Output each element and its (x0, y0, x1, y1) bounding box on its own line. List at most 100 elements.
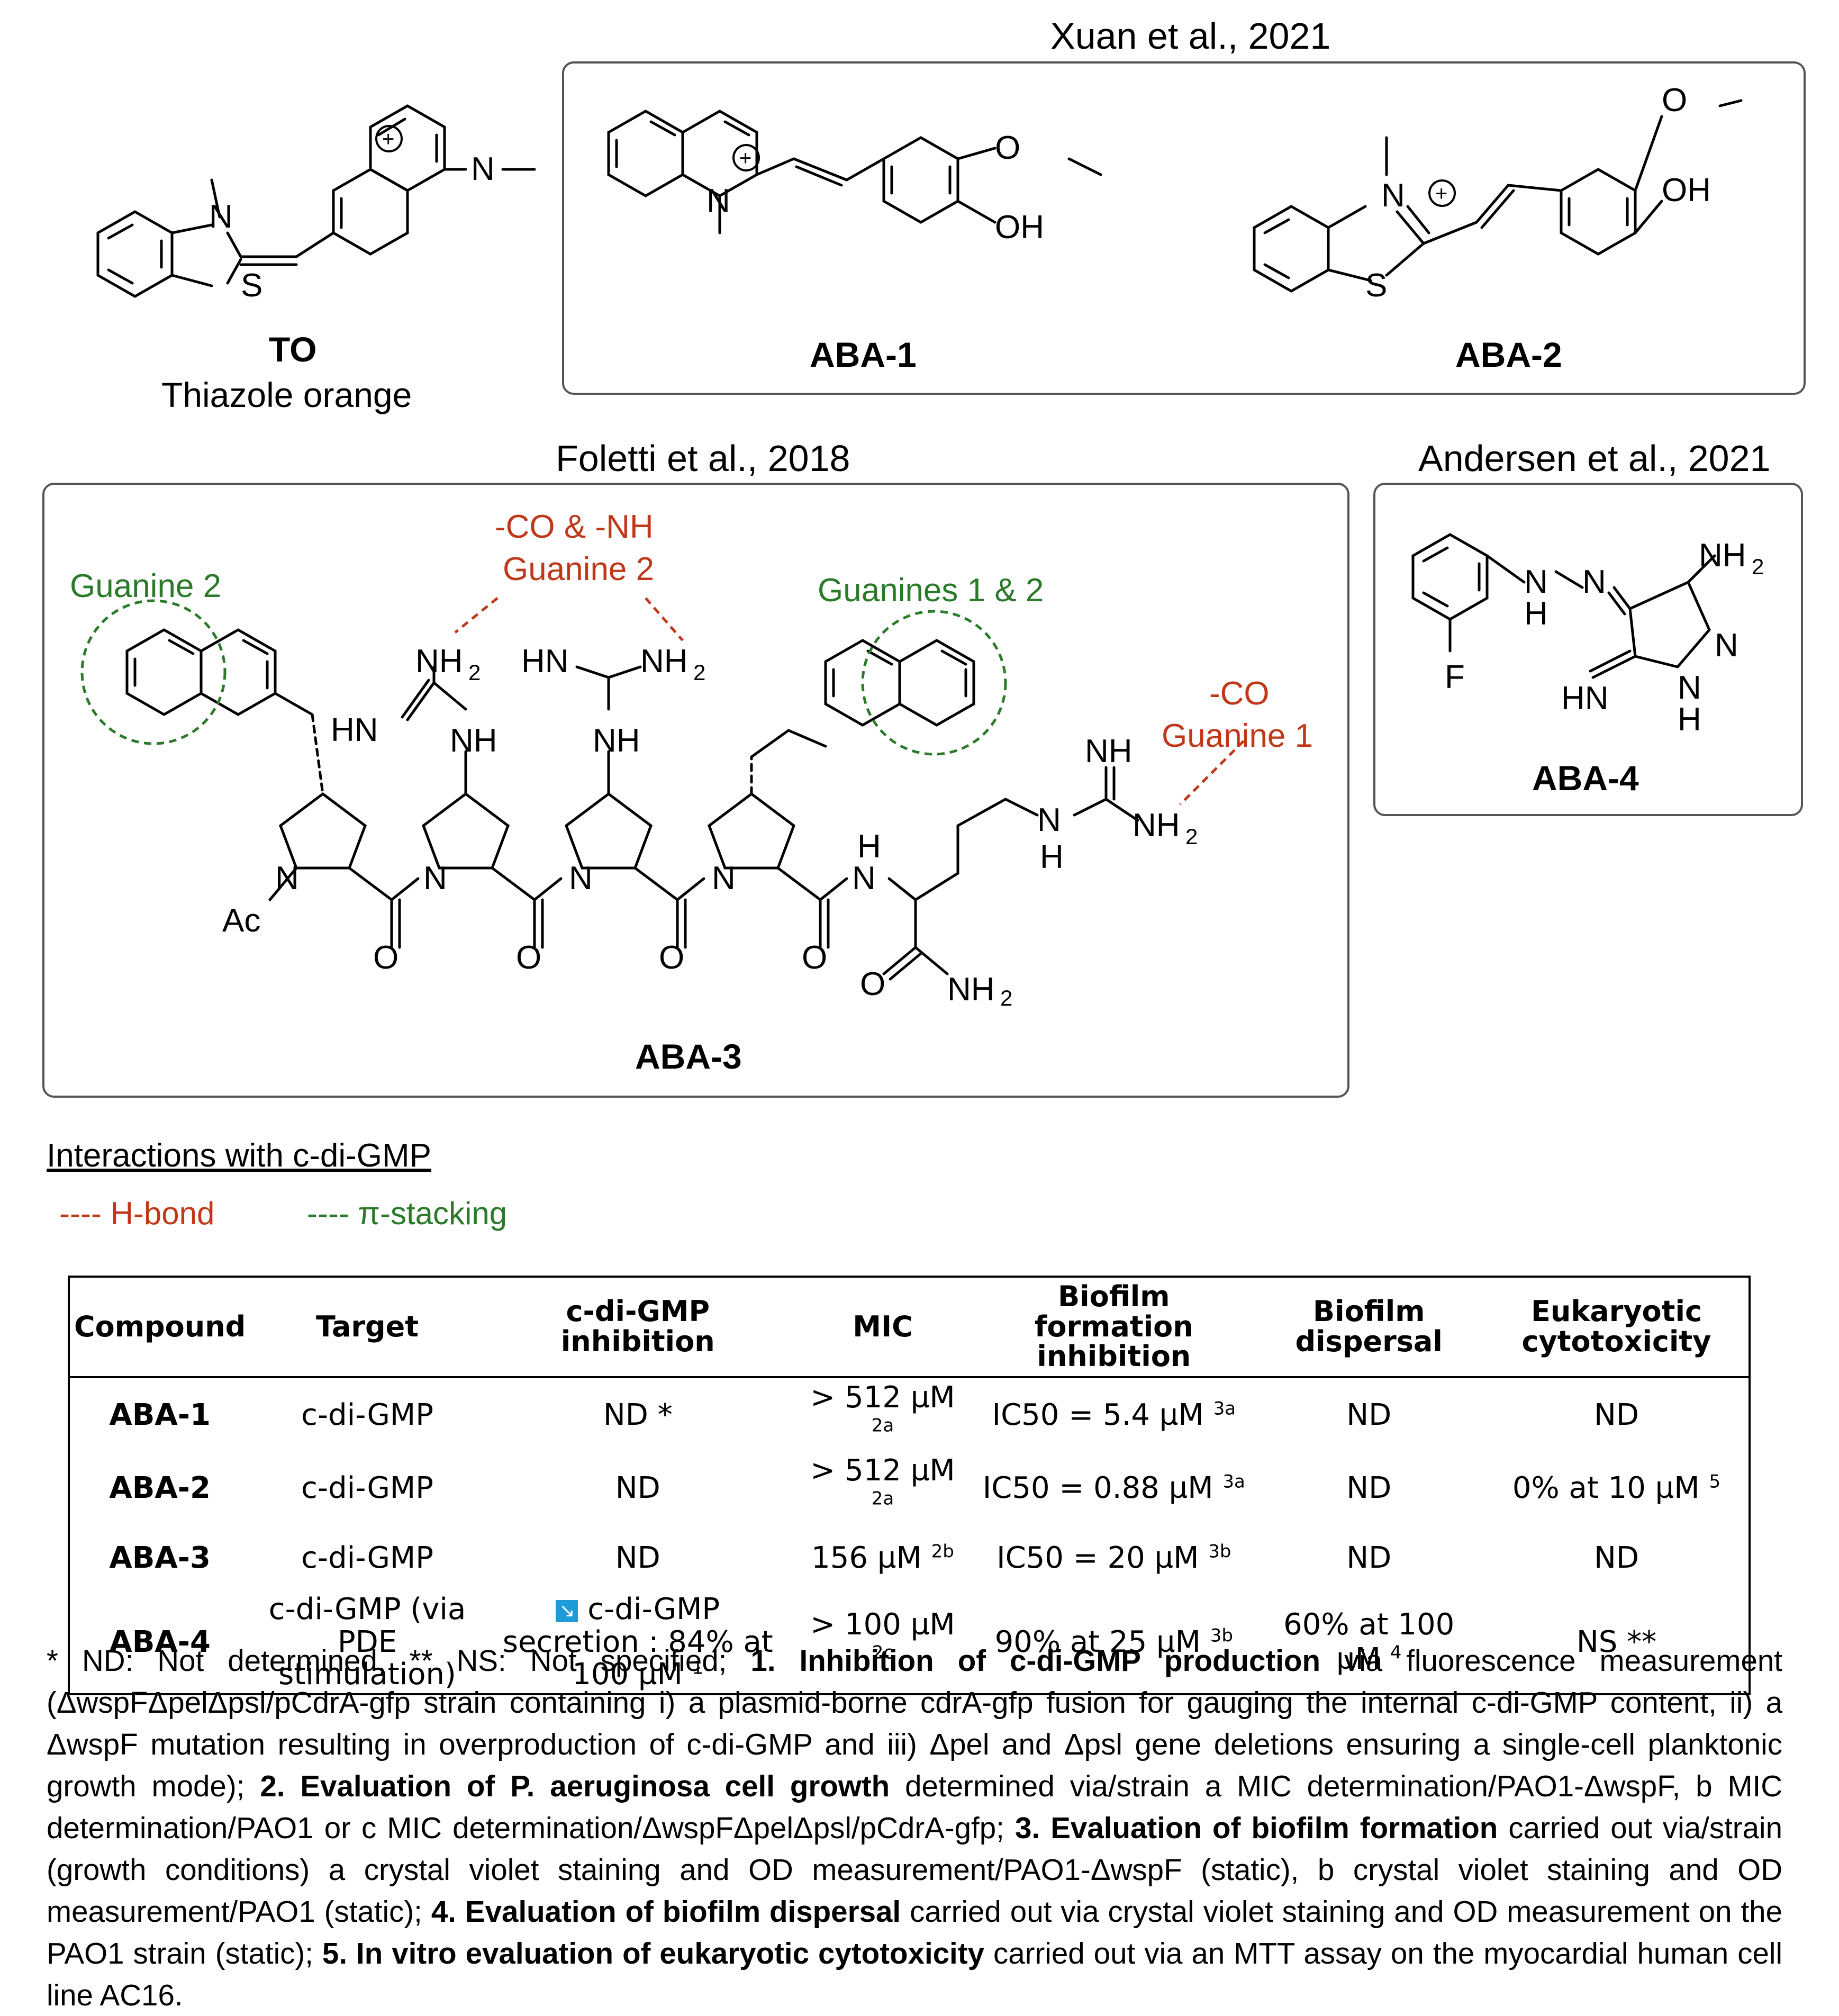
pi-circle-right (861, 610, 1007, 756)
cell-mic: > 512 µM 2a (810, 1453, 955, 1509)
svg-text:N: N (1381, 177, 1405, 214)
table-row: ABA-3 c-di-GMP ND 156 µM 2b IC50 = 20 µM… (69, 1524, 1750, 1591)
cell-dispersal: ND (1346, 1470, 1392, 1505)
header-dispersal: Biofilm dispersal (1253, 1277, 1484, 1379)
svg-text:N: N (1715, 627, 1738, 664)
svg-text:NH: NH (593, 722, 640, 759)
to-structure (96, 104, 536, 298)
cell-inhibition: ND * (603, 1397, 673, 1432)
svg-text:N: N (1582, 564, 1606, 600)
svg-text:H: H (1040, 839, 1064, 875)
annotation-co-guanine1: Guanine 1 (1162, 718, 1313, 754)
cell-dispersal: 60% at 100 µM 4 (1283, 1607, 1455, 1677)
label-aba2: ABA-2 (1455, 335, 1562, 374)
svg-text:2: 2 (1185, 824, 1198, 849)
cell-biofilm: IC50 = 20 µM 3b (996, 1540, 1231, 1575)
svg-text:N: N (471, 151, 495, 187)
legend-hbond: ---- H-bond (59, 1196, 215, 1231)
cell-inhibition: ND (615, 1540, 660, 1575)
svg-text:N: N (275, 860, 299, 897)
andersen-box (1373, 483, 1803, 816)
legend-pi-stacking: ---- π-stacking (307, 1196, 508, 1231)
svg-text:HN: HN (331, 712, 378, 748)
cell-cyto: NS ** (1576, 1624, 1657, 1659)
svg-text:HN: HN (521, 643, 569, 680)
cell-inhibition: ↘c-di-GMP secretion : 84% at 100 µM 1 (502, 1592, 773, 1692)
svg-text:2: 2 (468, 660, 481, 685)
svg-text:O: O (516, 939, 541, 976)
svg-text:NH: NH (1085, 733, 1133, 770)
cell-compound: ABA-2 (109, 1470, 211, 1505)
svg-text:+: + (739, 147, 751, 170)
table-row: ABA-1 c-di-GMP ND * > 512 µM 2a IC50 = 5… (69, 1377, 1750, 1451)
svg-text:N: N (1524, 564, 1548, 600)
svg-text:N: N (706, 183, 730, 219)
activity-table: Compound Target c-di-GMP inhibition MIC … (68, 1276, 1751, 1695)
header-mic: MIC (791, 1277, 975, 1379)
citation-foletti: Foletti et al., 2018 (556, 438, 850, 479)
svg-text:NH: NH (1699, 537, 1746, 574)
hbond-line-2 (645, 597, 684, 641)
svg-text:2: 2 (1000, 986, 1012, 1010)
header-target: Target (250, 1277, 485, 1379)
aba1-structure (607, 110, 1102, 234)
citation-andersen: Andersen et al., 2021 (1418, 438, 1771, 479)
svg-text:+: + (1435, 182, 1447, 205)
svg-text:OH: OH (995, 209, 1044, 246)
table-row: ABA-2 c-di-GMP ND > 512 µM 2a IC50 = 0.8… (69, 1451, 1750, 1524)
svg-text:+: + (382, 128, 394, 151)
header-inhibition: c-di-GMP inhibition (484, 1277, 791, 1379)
cell-target: c-di-GMP (via PDE stimulation) (268, 1592, 466, 1692)
cell-cyto: ND (1593, 1397, 1639, 1432)
legend-title: Interactions with c-di-GMP (47, 1137, 431, 1174)
cell-biofilm: 90% at 25 µM 3b (994, 1624, 1233, 1659)
svg-text:2: 2 (1752, 554, 1764, 579)
aba4-structure (1411, 533, 1716, 679)
svg-text:NH: NH (415, 643, 463, 680)
table-row: ABA-4 c-di-GMP (via PDE stimulation) ↘c-… (69, 1591, 1750, 1694)
aba3-structure (125, 628, 1139, 981)
cell-target: c-di-GMP (301, 1540, 433, 1575)
svg-text:N: N (1037, 802, 1061, 838)
svg-text:2: 2 (693, 660, 705, 685)
header-biofilm: Biofilm formation inhibition (974, 1277, 1254, 1379)
svg-text:O: O (659, 939, 684, 976)
cell-mic: 156 µM 2b (811, 1540, 954, 1575)
label-aba3: ABA-3 (635, 1037, 742, 1076)
svg-text:N: N (852, 860, 876, 897)
label-aba1: ABA-1 (810, 335, 917, 374)
annotation-co-nh: -CO & -NH (495, 509, 654, 545)
xuan-box (562, 61, 1806, 395)
cell-target: c-di-GMP (301, 1397, 433, 1432)
cell-mic: > 512 µM 2a (810, 1380, 955, 1436)
svg-text:H: H (857, 828, 881, 865)
svg-text:O: O (1662, 82, 1687, 119)
annotation-co-nh-guanine: Guanine 2 (503, 551, 655, 587)
svg-text:N: N (423, 860, 447, 897)
cell-compound: ABA-3 (109, 1540, 211, 1575)
foletti-box (42, 483, 1349, 1098)
annotation-guanine2-left: Guanine 2 (70, 568, 222, 604)
svg-text:O: O (995, 130, 1020, 166)
cell-inhibition: ND (615, 1470, 660, 1505)
svg-text:Ac: Ac (222, 902, 260, 939)
annotation-co: -CO (1209, 675, 1270, 712)
arrow-down-icon: ↘ (556, 1599, 578, 1622)
table-header-row: Compound Target c-di-GMP inhibition MIC … (69, 1277, 1750, 1379)
footnotes: * ND: Not determined, ** NS: Not specifi… (47, 1644, 1783, 2012)
svg-text:H: H (1678, 701, 1701, 738)
aba2-structure (1253, 99, 1743, 293)
cell-biofilm: IC50 = 0.88 µM 3a (982, 1470, 1245, 1505)
annotation-guanines12: Guanines 1 & 2 (818, 572, 1044, 609)
header-compound: Compound (69, 1277, 250, 1379)
cell-dispersal: ND (1346, 1397, 1392, 1432)
svg-text:OH: OH (1662, 172, 1711, 209)
cell-mic: > 100 µM 2c (810, 1607, 955, 1664)
svg-text:O: O (802, 939, 827, 976)
label-to: TO (269, 330, 317, 369)
citation-xuan: Xuan et al., 2021 (1050, 15, 1331, 57)
svg-text:NH: NH (640, 643, 688, 680)
svg-text:HN: HN (1561, 680, 1609, 717)
svg-text:NH: NH (947, 971, 995, 1008)
svg-text:N: N (209, 198, 233, 235)
